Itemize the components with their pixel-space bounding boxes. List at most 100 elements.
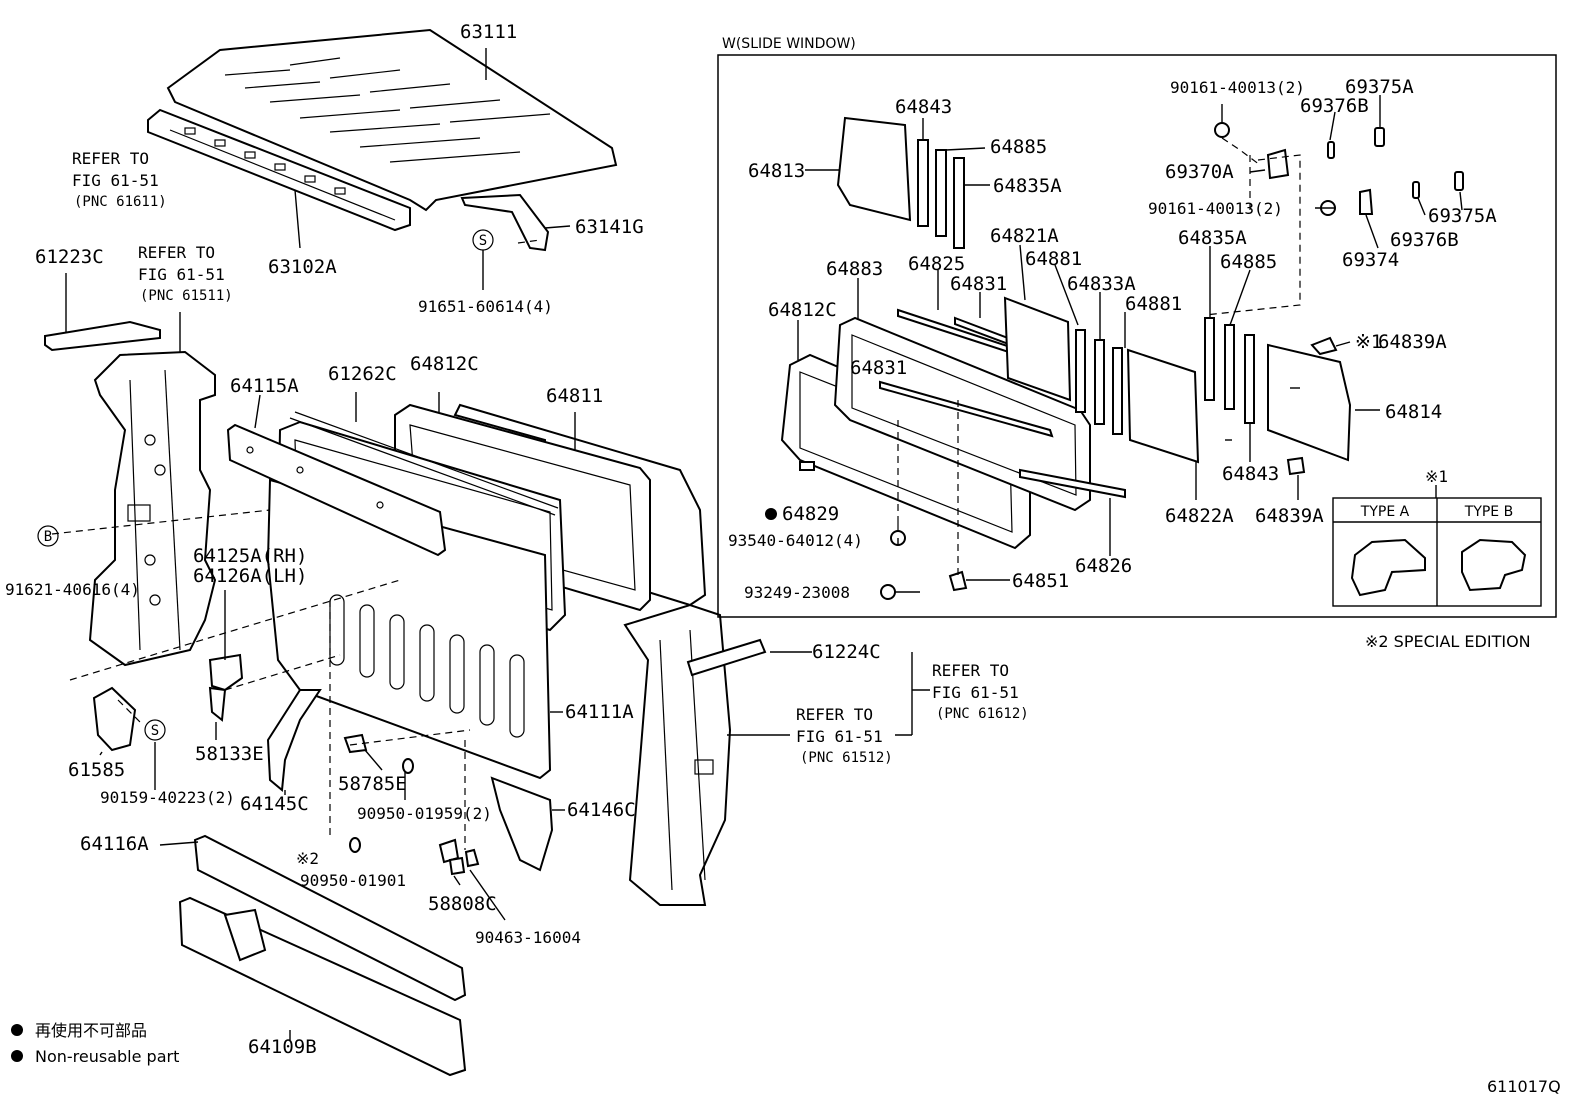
leader-lines — [65, 48, 930, 1040]
label-90161-a: 90161-40013(2) — [1170, 78, 1305, 97]
special-edition-note: ※2 SPECIAL EDITION — [1365, 632, 1531, 651]
label-93540: 93540-64012(4) — [728, 531, 863, 550]
diagram-text: FIG 61-51 — [138, 265, 225, 284]
label-64831-b: 64831 — [850, 357, 907, 379]
diagram-text: ※1 — [1425, 467, 1448, 486]
diagram-text: (PNC 61511) — [140, 288, 233, 304]
mark2-note: ※2 — [296, 849, 319, 868]
label-90950-b: 90950-01901 — [300, 871, 406, 890]
corner-gusset-right — [490, 776, 554, 872]
diagram-text: (PNC 61612) — [936, 706, 1029, 722]
label-91621: 91621-40616(4) — [5, 580, 140, 599]
label-64831-a: 64831 — [950, 273, 1007, 295]
label-64843-a: 64843 — [895, 96, 952, 118]
label-90950-a: 90950-01959(2) — [357, 804, 492, 823]
diagram-text: S — [151, 723, 159, 739]
label-90463: 90463-16004 — [475, 928, 581, 947]
label-64881-b: 64881 — [1125, 293, 1182, 315]
label-64813: 64813 — [748, 160, 805, 182]
slide-window-dashes — [897, 137, 1301, 575]
diagram-text: FIG 61-51 — [796, 727, 883, 746]
label-69375a-a: 69375A — [1345, 76, 1414, 98]
label-61262c: 61262C — [328, 363, 397, 385]
legend-jp: 再使用不可部品 — [35, 1021, 147, 1040]
type-a-clip — [1350, 538, 1426, 597]
label-63141g: 63141G — [575, 216, 644, 238]
label-64115a: 64115A — [230, 375, 299, 397]
slide-window-parts — [780, 116, 1464, 600]
label-64885-b: 64885 — [1220, 251, 1277, 273]
label-64835a-a: 64835A — [993, 175, 1062, 197]
label-63111: 63111 — [460, 21, 517, 43]
pillar-brace — [686, 638, 767, 677]
label-64829: 64829 — [782, 503, 839, 525]
label-93249: 93249-23008 — [744, 583, 850, 602]
slide-window-box — [717, 54, 1557, 618]
label-61585: 61585 — [68, 759, 125, 781]
label-64821a: 64821A — [990, 225, 1059, 247]
diagram-text: REFER TO — [72, 149, 149, 168]
label-64111a: 64111A — [565, 701, 634, 723]
diagram-text: FIG 61-51 — [932, 683, 1019, 702]
label-64812c: 64812C — [410, 353, 479, 375]
label-64822a: 64822A — [1165, 505, 1234, 527]
slide-window-title: W(SLIDE WINDOW) — [722, 36, 856, 52]
label-64835a-b: 64835A — [1178, 227, 1247, 249]
label-69374: 69374 — [1342, 249, 1399, 271]
label-63102a: 63102A — [268, 256, 337, 278]
mark1-part: ※1 — [1355, 331, 1382, 353]
label-64109b: 64109B — [248, 1036, 317, 1058]
diagram-text: (PNC 61512) — [800, 750, 893, 766]
roof-panel — [166, 28, 618, 212]
label-64843-b: 64843 — [1222, 463, 1279, 485]
label-64116a: 64116A — [80, 833, 149, 855]
label-64851: 64851 — [1012, 570, 1069, 592]
type-b-clip — [1461, 538, 1527, 592]
diagram-text: FIG 61-51 — [72, 171, 159, 190]
back-panel — [266, 478, 552, 780]
label-64146c: 64146C — [567, 799, 636, 821]
lower-back-sill — [193, 834, 467, 1002]
figure-id: 611017Q — [1487, 1077, 1561, 1096]
type-table: ※1 TYPE A TYPE B — [1332, 467, 1542, 607]
corner-gusset-left — [266, 689, 322, 792]
label-90159: 90159-40223(2) — [100, 788, 235, 807]
right-pillar — [623, 603, 732, 906]
diagram-text: (PNC 61611) — [74, 194, 167, 210]
hole-plug — [402, 758, 414, 774]
label-64839a-a: 64839A — [1378, 331, 1447, 353]
upper-back-strip — [226, 423, 447, 557]
label-61223c: 61223C — [35, 246, 104, 268]
label-64825: 64825 — [908, 253, 965, 275]
label-64833a: 64833A — [1067, 273, 1136, 295]
label-69376b-b: 69376B — [1390, 229, 1459, 251]
legend: 再使用不可部品 Non-reusable part — [11, 1021, 179, 1066]
roof-side-bar — [44, 320, 161, 352]
label-58785e: 58785E — [338, 773, 407, 795]
label-64126a: 64126A(LH) — [193, 565, 307, 587]
s-marker-roof: S — [472, 229, 494, 251]
label-64839a-b: 64839A — [1255, 505, 1324, 527]
label-90161-b: 90161-40013(2) — [1148, 199, 1283, 218]
label-64881-a: 64881 — [1025, 248, 1082, 270]
diagram-text: REFER TO — [138, 243, 215, 262]
dashed-guides — [51, 239, 541, 850]
s-marker-plate: S — [144, 719, 166, 741]
label-69370a: 69370A — [1165, 161, 1234, 183]
diagram-text: REFER TO — [932, 661, 1009, 680]
label-64826: 64826 — [1075, 555, 1132, 577]
side-bracket — [208, 653, 244, 692]
label-64125a: 64125A(RH) — [193, 545, 307, 567]
label-64145c: 64145C — [240, 793, 309, 815]
slide-window-labels: 64843 64885 64813 64835A 64821A 64881 64… — [728, 76, 1497, 602]
roof-header-panel — [147, 108, 411, 232]
reference-notes: REFER TO FIG 61-51 (PNC 61611) REFER TO … — [72, 149, 1029, 766]
label-58133e: 58133E — [195, 743, 264, 765]
label-64811: 64811 — [546, 385, 603, 407]
diagram-text: B — [44, 529, 52, 545]
slide-window-leaders — [797, 95, 1463, 593]
label-64814: 64814 — [1385, 401, 1442, 423]
roof-bracket — [460, 193, 550, 252]
label-69375a-b: 69375A — [1428, 205, 1497, 227]
